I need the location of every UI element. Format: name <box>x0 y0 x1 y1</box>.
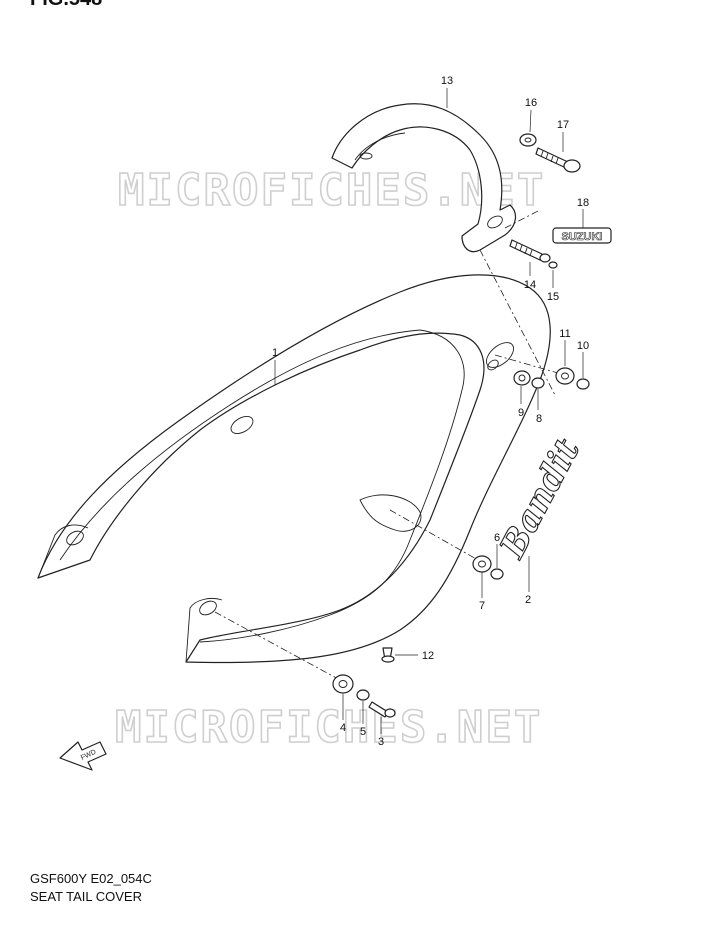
callout-15: 15 <box>547 291 559 303</box>
callout-12: 12 <box>422 650 434 662</box>
watermark-bottom: MICROFICHES.NET <box>115 702 542 753</box>
callout-6: 6 <box>494 532 500 544</box>
callout-1: 1 <box>272 347 278 359</box>
cushion-7 <box>472 555 492 573</box>
callout-17: 17 <box>557 119 569 131</box>
suzuki-emblem: SUZUKI <box>552 227 612 244</box>
callout-9: 9 <box>518 407 524 419</box>
clip-12 <box>381 647 395 663</box>
callout-3: 3 <box>378 736 384 748</box>
callout-4: 4 <box>340 722 346 734</box>
cushion-4 <box>332 674 354 694</box>
washer-16 <box>519 133 537 147</box>
watermark-top: MICROFICHES.NET <box>118 165 545 216</box>
svg-text:SUZUKI: SUZUKI <box>562 231 603 243</box>
collar-6 <box>490 568 504 580</box>
diagram-caption: SEAT TAIL COVER <box>30 889 142 904</box>
seat-tail-cover <box>37 274 551 664</box>
callout-7: 7 <box>479 600 485 612</box>
callout-10: 10 <box>577 340 589 352</box>
figure-title: FIG.548 <box>30 0 102 11</box>
callout-18: 18 <box>577 197 589 209</box>
callout-5: 5 <box>360 726 366 738</box>
callout-13: 13 <box>441 75 453 87</box>
nut-10 <box>576 378 590 390</box>
screw-14 <box>509 239 551 263</box>
callout-8: 8 <box>536 413 542 425</box>
cushion-9 <box>513 370 531 386</box>
collar-5 <box>356 689 370 701</box>
callout-11: 11 <box>559 328 570 340</box>
nut-15 <box>548 261 558 269</box>
bolt-3 <box>368 701 396 718</box>
callout-14: 14 <box>524 279 536 291</box>
cushion-11 <box>555 367 575 385</box>
model-code: GSF600Y E02_054C <box>30 871 152 886</box>
bolt-17 <box>535 147 581 173</box>
collar-8 <box>531 377 545 389</box>
callout-2: 2 <box>525 594 531 606</box>
callout-16: 16 <box>525 97 537 109</box>
grab-rail <box>331 103 516 253</box>
forward-arrow-icon: FWD <box>59 741 107 771</box>
